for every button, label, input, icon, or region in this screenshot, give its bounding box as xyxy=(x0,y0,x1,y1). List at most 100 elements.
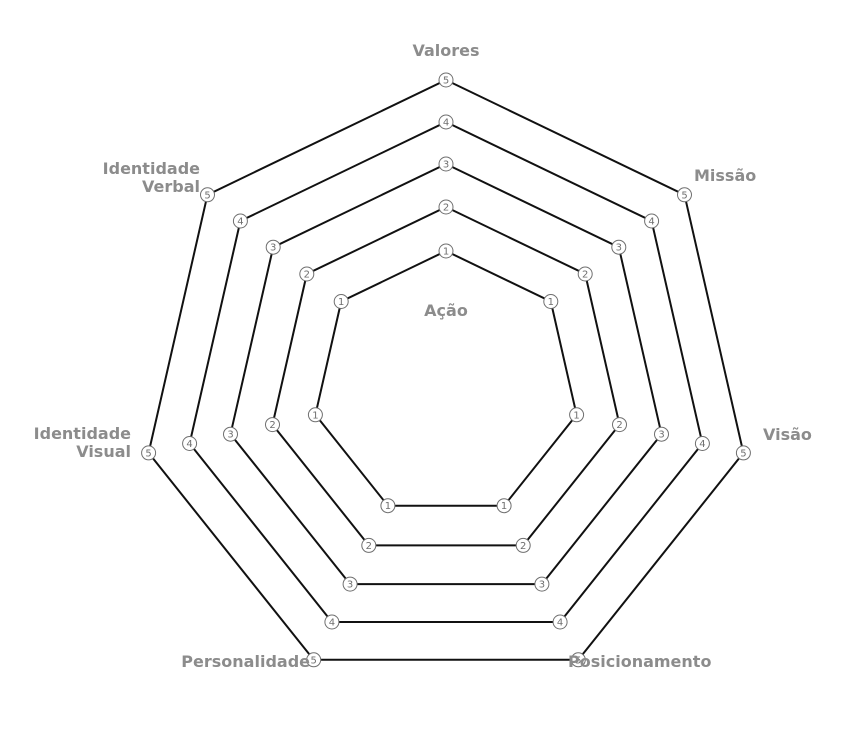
level-marker: 3 xyxy=(265,239,281,255)
level-marker-number: 4 xyxy=(648,217,654,228)
level-marker: 5 xyxy=(735,445,751,461)
level-marker: 5 xyxy=(141,445,157,461)
axis-label: Missão xyxy=(694,166,756,185)
level-marker-number: 1 xyxy=(573,410,579,421)
level-marker-circle xyxy=(654,426,669,442)
level-marker-number: 1 xyxy=(548,297,554,308)
level-marker: 2 xyxy=(515,537,531,553)
level-marker-circle xyxy=(612,417,627,433)
level-marker: 3 xyxy=(534,576,550,592)
level-marker-number: 4 xyxy=(237,217,243,228)
level-marker: 3 xyxy=(223,426,238,442)
level-marker-number: 2 xyxy=(304,270,310,281)
level-marker: 3 xyxy=(611,239,627,255)
level-marker-number: 3 xyxy=(443,160,449,171)
level-marker-circle xyxy=(438,243,454,259)
level-marker: 1 xyxy=(438,243,454,259)
level-marker-circle xyxy=(361,537,377,553)
level-marker: 4 xyxy=(552,614,568,630)
axis-label: Visão xyxy=(763,425,812,444)
level-marker: 4 xyxy=(324,614,340,630)
level-marker: 3 xyxy=(342,576,358,592)
level-marker-circle xyxy=(577,266,593,282)
level-marker: 2 xyxy=(265,417,280,433)
level-marker-circle xyxy=(735,445,751,461)
level-marker-circle xyxy=(438,72,454,88)
level-marker-number: 3 xyxy=(616,243,622,254)
level-marker: 2 xyxy=(299,266,315,282)
level-marker-number: 2 xyxy=(520,541,526,552)
level-marker: 4 xyxy=(438,114,454,130)
level-marker-circle xyxy=(306,652,322,668)
level-marker-circle xyxy=(141,445,157,461)
level-marker-number: 4 xyxy=(557,618,563,629)
level-marker: 1 xyxy=(543,294,559,309)
level-marker-circle xyxy=(299,266,315,282)
axis-label: Personalidade xyxy=(181,652,310,671)
level-marker-circle xyxy=(200,187,215,203)
level-marker-circle xyxy=(438,199,454,215)
level-marker-number: 5 xyxy=(740,448,746,459)
level-marker-circle xyxy=(438,114,454,130)
level-marker: 4 xyxy=(644,213,660,229)
level-marker-number: 3 xyxy=(270,243,276,254)
level-marker: 1 xyxy=(569,407,585,423)
level-marker: 2 xyxy=(361,537,377,553)
level-marker-circle xyxy=(324,614,340,630)
level-marker: 2 xyxy=(438,199,454,215)
level-marker-circle xyxy=(694,436,710,451)
level-marker: 2 xyxy=(612,417,627,433)
level-marker-number: 1 xyxy=(501,501,507,512)
axis-label: Valores xyxy=(412,41,479,60)
axis-label-line: Visual xyxy=(76,442,131,461)
level-marker: 1 xyxy=(496,498,512,514)
level-marker-circle xyxy=(570,652,586,668)
level-marker-number: 4 xyxy=(186,439,192,450)
ring-level-5 xyxy=(147,78,745,661)
axis-label-line: Posicionamento xyxy=(568,652,711,671)
level-marker-circle xyxy=(569,407,585,423)
level-marker: 5 xyxy=(438,72,454,88)
level-marker-circle xyxy=(543,294,559,309)
level-marker: 5 xyxy=(306,652,322,668)
level-marker-number: 5 xyxy=(204,190,210,201)
level-marker: 2 xyxy=(577,266,593,282)
axis-label-line: Personalidade xyxy=(181,652,310,671)
level-marker: 1 xyxy=(307,407,323,423)
level-marker-circle xyxy=(552,614,568,630)
level-marker-number: 2 xyxy=(443,203,449,214)
level-marker-number: 5 xyxy=(311,655,317,666)
level-marker-circle xyxy=(265,417,280,433)
axis-label-line: Verbal xyxy=(142,177,200,196)
level-marker-number: 5 xyxy=(145,448,151,459)
level-marker-number: 2 xyxy=(366,541,372,552)
level-marker-circle xyxy=(534,576,550,592)
level-marker-number: 1 xyxy=(385,501,391,512)
level-marker-number: 3 xyxy=(227,430,233,441)
level-marker-circle xyxy=(496,498,512,514)
level-marker-circle xyxy=(333,294,349,309)
level-marker: 4 xyxy=(232,213,248,229)
level-marker: 4 xyxy=(182,436,198,451)
axis-label-line: Missão xyxy=(694,166,756,185)
level-marker-number: 2 xyxy=(616,420,622,431)
rings xyxy=(147,78,745,661)
level-marker-number: 2 xyxy=(582,270,588,281)
level-marker: 4 xyxy=(694,436,710,451)
level-marker-number: 3 xyxy=(658,430,664,441)
level-marker-number: 1 xyxy=(312,410,318,421)
level-marker-circle xyxy=(438,156,454,172)
level-marker-number: 4 xyxy=(699,439,705,450)
level-marker-circle xyxy=(182,436,198,451)
level-marker-number: 4 xyxy=(443,118,449,129)
ring-level-2 xyxy=(271,205,621,547)
level-marker: 5 xyxy=(677,187,692,203)
level-marker-circle xyxy=(307,407,323,423)
level-marker-circle xyxy=(223,426,238,442)
level-marker-circle xyxy=(232,213,248,229)
axis-label-line: Identidade xyxy=(103,159,200,178)
